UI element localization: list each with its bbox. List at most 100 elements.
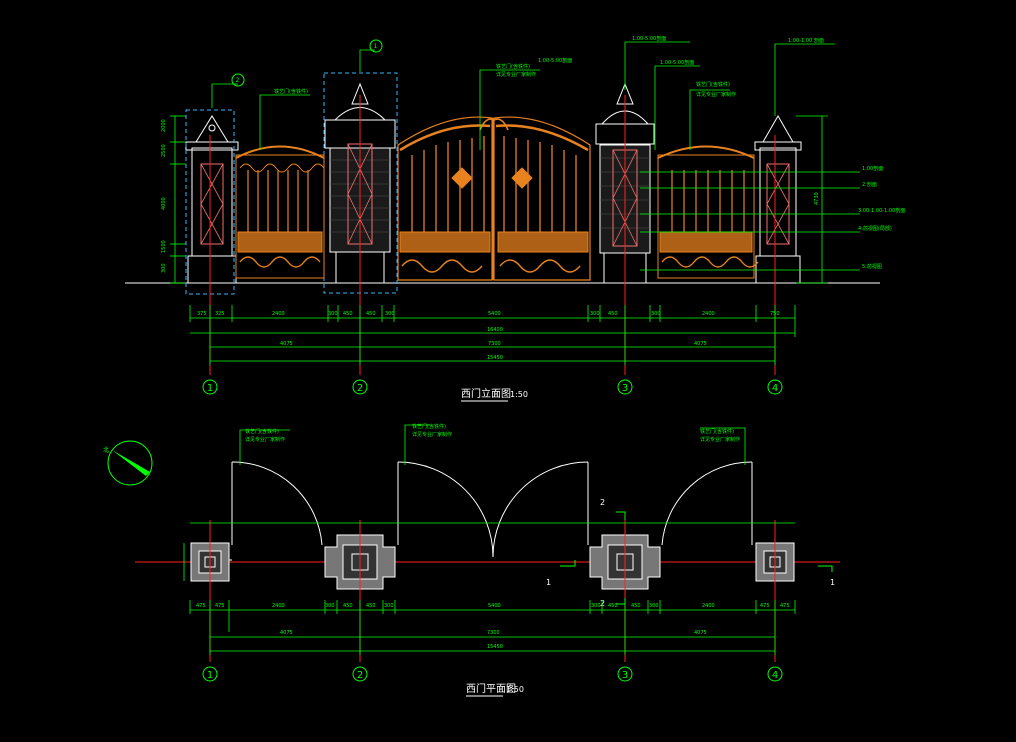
- detail-bubble-1[interactable]: 1: [374, 43, 378, 50]
- elevation-height-text: 2000 4000 2500 1500 300: [161, 119, 167, 273]
- elev-dim-1-7: 5400: [488, 311, 501, 317]
- plan-axis-labels: 1 2 3 4: [207, 670, 778, 681]
- plan-note-1: 详见专业厂家制作: [245, 436, 285, 443]
- right-note-2: 3:00-1:00-1:00剖面: [858, 207, 905, 214]
- plan-dim-1-4: 450: [343, 603, 353, 609]
- section-mark-1a[interactable]: 1: [546, 578, 551, 587]
- right-note-3: 4:前视图(局部): [858, 225, 892, 232]
- elev-dim-1-5: 450: [366, 311, 376, 317]
- plan-dim-1-11: 300: [649, 603, 659, 609]
- top-leader-text: 铁艺门(含铁件) 铁艺门(含铁件) 详见专业厂家制作 1:00-5:00剖面 1…: [274, 35, 824, 98]
- pillar-1[interactable]: [185, 115, 239, 284]
- elevation-axis-labels: 1 2 3 4: [207, 383, 778, 394]
- elev-dim-1-4: 450: [343, 311, 353, 317]
- section-marks[interactable]: 1 1 2 2: [546, 498, 835, 608]
- elevation-title: 西门立面图: [461, 387, 511, 400]
- plan-dim-1-2: 2400: [272, 603, 285, 609]
- elev-dim-3-1: 7300: [488, 341, 501, 347]
- elev-dim-2-0: 16400: [487, 327, 503, 333]
- right-gate-ironwork[interactable]: [657, 145, 759, 279]
- detail-bubble-2[interactable]: 2: [236, 77, 240, 84]
- plan-axis-1: 1: [207, 670, 213, 681]
- north-label: 北: [103, 446, 109, 454]
- door-swings: [229, 461, 753, 561]
- elevation-dim-lines: [189, 305, 796, 365]
- elevation-scale: 1:50: [510, 390, 528, 399]
- section-mark-2b[interactable]: 2: [600, 599, 605, 608]
- top-note-1: 铁艺门(含铁件): [496, 63, 530, 70]
- elev-dim-3-0: 4075: [280, 341, 293, 347]
- pillar-4[interactable]: [754, 114, 802, 284]
- elev-dim-1-3: 300: [328, 311, 338, 317]
- plan-dim-1-3: 300: [325, 603, 335, 609]
- elev-dim-1-9: 450: [608, 311, 618, 317]
- plan-dim-1-0: 475: [196, 603, 206, 609]
- section-mark-1b[interactable]: 1: [830, 578, 835, 587]
- plan-note-3: 详见专业厂家制作: [412, 431, 452, 438]
- plan-dim-1-5: 450: [366, 603, 376, 609]
- top-note-2: 详见专业厂家制作: [496, 71, 536, 78]
- plan-note-5: 详见专业厂家制作: [700, 436, 740, 443]
- plan-scale: 1:50: [506, 685, 524, 694]
- left-gate-ironwork[interactable]: [235, 145, 325, 279]
- height-dim-1: 4000: [161, 197, 167, 210]
- plan-dim-lines: [183, 522, 796, 655]
- elev-dim-1-6: 300: [385, 311, 395, 317]
- elev-axis-2: 2: [357, 383, 363, 394]
- right-annotations: 1:00剖面 2:剖面 3:00-1:00-1:00剖面 4:前视图(局部) 5…: [858, 165, 905, 270]
- elev-dim-1-0: 375: [197, 311, 207, 317]
- plan-dim-1-12: 2400: [702, 603, 715, 609]
- top-note-7: 详见专业厂家制作: [696, 91, 736, 98]
- right-note-1: 2:剖面: [862, 181, 877, 188]
- elev-dim-1-1: 325: [215, 311, 225, 317]
- elev-dim-1-11: 2400: [702, 311, 715, 317]
- main-gate-ironwork[interactable]: [397, 116, 591, 281]
- top-note-0: 铁艺门(含铁件): [274, 88, 308, 95]
- plan-dim-3-0: 15450: [487, 644, 503, 650]
- top-note-6: 铁艺门(含铁件): [696, 81, 730, 88]
- plan-dim-1-13: 475: [760, 603, 770, 609]
- elev-dim-1-10: 300: [651, 311, 661, 317]
- plan-dim-1-9: 450: [608, 603, 618, 609]
- plan-note-2: 铁艺门(含铁件): [412, 423, 446, 430]
- elev-dim-3-2: 4075: [694, 341, 707, 347]
- elev-dim-1-8: 300: [590, 311, 600, 317]
- elevation-height-dims: [170, 115, 186, 284]
- elev-axis-3: 3: [622, 383, 628, 394]
- north-arrow-icon[interactable]: 北: [103, 440, 153, 486]
- height-dim-4: 300: [161, 263, 167, 273]
- elevation-view[interactable]: 375 325 2400 300 450 450 300 5400 300 45…: [125, 35, 905, 402]
- elev-axis-4: 4: [772, 383, 778, 394]
- elev-dim-1-12: 750: [770, 311, 780, 317]
- plan-axis-bubbles[interactable]: [202, 666, 783, 682]
- plan-dim-1-6: 300: [384, 603, 394, 609]
- plan-dim-2-0: 4075: [280, 630, 293, 636]
- plan-axis-2: 2: [357, 670, 363, 681]
- elevation-dims-text: 375 325 2400 300 450 450 300 5400 300 45…: [197, 311, 780, 361]
- detail-bubbles[interactable]: 2 1: [231, 39, 383, 87]
- elev-dim-1-2: 2400: [272, 311, 285, 317]
- plan-view[interactable]: 北: [103, 423, 840, 697]
- right-note-0: 1:00剖面: [862, 165, 883, 172]
- plan-note-0: 铁艺门(含铁件): [245, 428, 279, 435]
- plan-title: 西门平面图: [466, 682, 516, 695]
- right-leaders: [640, 171, 860, 271]
- top-leaders: [211, 41, 835, 150]
- plan-dim-1-10: 450: [631, 603, 641, 609]
- plan-dims-text: 475 475 2400 300 450 450 300 5400 300 45…: [196, 603, 790, 650]
- height-dim-0: 2000: [161, 119, 167, 132]
- plan-dim-1-14: 475: [780, 603, 790, 609]
- plan-dim-2-1: 7300: [487, 630, 500, 636]
- plan-axis-3: 3: [622, 670, 628, 681]
- right-note-4: 5:前视图: [862, 263, 882, 270]
- elevation-axis-bubbles[interactable]: [202, 379, 783, 395]
- plan-dim-1-8: 300: [591, 603, 601, 609]
- plan-dim-1-7: 5400: [488, 603, 501, 609]
- top-note-5: 1:00-5:00剖面: [660, 59, 694, 66]
- section-mark-2a[interactable]: 2: [600, 498, 605, 507]
- plan-dim-1-1: 475: [215, 603, 225, 609]
- elev-dim-4-0: 15450: [487, 355, 503, 361]
- height-dim-3: 1500: [161, 240, 167, 253]
